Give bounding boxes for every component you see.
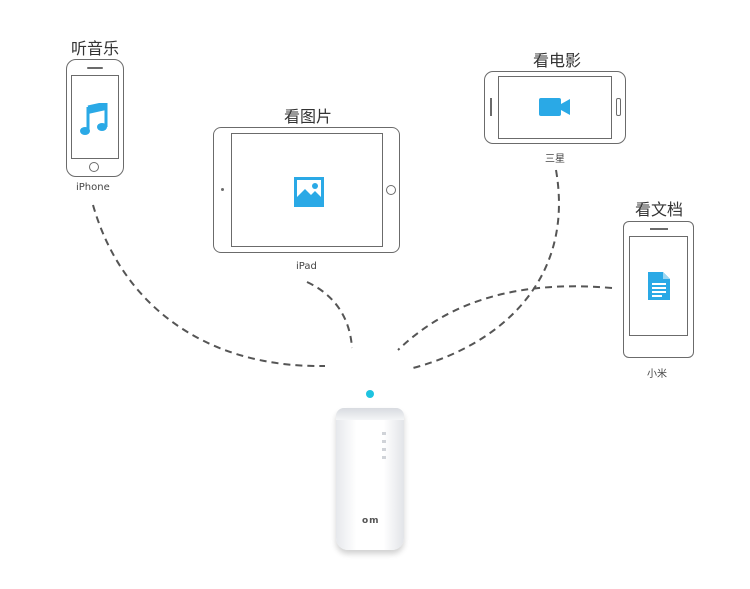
caption-ipad: 看图片 <box>284 107 333 126</box>
samsung-speaker <box>490 98 492 116</box>
caption-xiaomi: 看文档 <box>635 200 684 219</box>
hub-top-band <box>336 408 404 420</box>
label-ipad: iPad <box>296 261 317 272</box>
link-xiaomi <box>397 285 613 351</box>
iphone-home-button <box>89 162 99 172</box>
hub-device: om <box>336 408 404 550</box>
music-note-icon <box>80 103 108 135</box>
iphone-speaker <box>87 67 103 69</box>
video-camera-icon <box>539 98 570 116</box>
document-icon <box>648 272 670 300</box>
link-iphone <box>92 204 326 368</box>
samsung-home-button <box>616 98 621 116</box>
caption-samsung: 看电影 <box>533 51 582 70</box>
link-samsung <box>412 169 560 369</box>
label-xiaomi: 小米 <box>647 369 667 380</box>
hub-status-dot <box>366 390 374 398</box>
iphone-device <box>66 59 124 177</box>
hub-indicator-lights <box>382 432 386 460</box>
ipad-home-button <box>386 185 396 195</box>
caption-iphone: 听音乐 <box>71 39 120 58</box>
label-iphone: iPhone <box>76 182 110 193</box>
link-ipad <box>306 281 353 349</box>
hub-logo: om <box>362 516 380 526</box>
xiaomi-speaker <box>650 228 668 230</box>
iphone-screen <box>71 75 119 159</box>
picture-icon <box>294 177 324 207</box>
ipad-camera <box>221 188 224 191</box>
label-samsung: 三星 <box>545 154 565 165</box>
